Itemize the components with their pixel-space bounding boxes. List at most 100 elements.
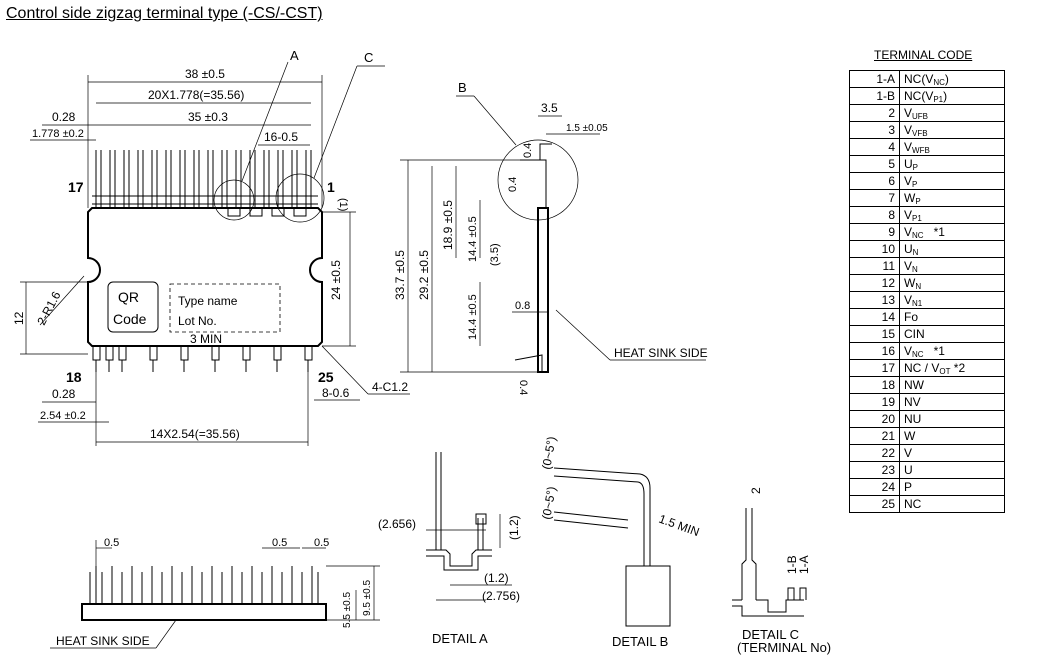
terminal-code-main: NW <box>904 378 924 392</box>
terminal-number: 25 <box>849 495 900 513</box>
detail-c-pin-2: 2 <box>749 487 763 494</box>
terminal-number: 9 <box>849 223 900 241</box>
terminal-code: UP <box>899 155 1005 173</box>
terminal-number: 21 <box>849 427 900 445</box>
detail-b-circle <box>497 139 579 221</box>
terminal-code-main: V <box>904 106 913 120</box>
dim-0-4a: 0.4 <box>522 143 534 158</box>
terminal-number: 11 <box>849 257 900 275</box>
terminal-code-main: V <box>904 259 913 273</box>
dim-pitch-bottom-small: 2.54 ±0.2 <box>40 410 86 422</box>
callout-c: C <box>364 50 373 65</box>
terminal-code: W <box>899 427 1005 445</box>
side-body-outline <box>537 207 549 373</box>
terminal-code-main: V <box>904 293 913 307</box>
terminal-code: Fo <box>899 308 1005 326</box>
detail-a-label: DETAIL A <box>432 631 488 646</box>
terminal-number: 19 <box>849 393 900 411</box>
terminal-number: 13 <box>849 291 900 309</box>
detail-b-min: 1.5 MIN <box>657 512 701 540</box>
terminal-code: VP <box>899 172 1005 190</box>
detail-c: 2 1-B 1-A DETAIL C (TERMINAL No) <box>732 487 831 655</box>
terminal-code: NC(VNC) <box>899 70 1005 88</box>
terminal-code-main: NU <box>904 412 922 426</box>
bottom-dim-5-5: 5.5 ±0.5 <box>342 591 353 628</box>
terminal-code-subscript: N <box>912 248 919 257</box>
terminal-number: 8 <box>849 206 900 224</box>
terminal-code-main: NV <box>904 395 921 409</box>
dim-hole-radius: 2-R1.6 <box>34 289 63 328</box>
terminal-code-subscript: P1 <box>912 214 922 223</box>
terminal-row: 20 NU <box>849 410 1005 428</box>
detail-a: (2.656) (1.2) (1.2) (2.756) DETAIL A <box>378 452 521 646</box>
detail-a-circle <box>213 179 255 221</box>
terminal-code: VUFB <box>899 104 1005 122</box>
terminal-code-subscript: N <box>912 265 918 274</box>
dim-min-3: 3 MIN <box>190 332 222 346</box>
lot-no-label: Lot No. <box>178 314 217 328</box>
dim-pitch-top: 20X1.778(=35.56) <box>148 88 244 102</box>
dim-1-5: 1.5 ±0.05 <box>566 123 608 134</box>
terminal-code: VNC *1 <box>899 223 1005 241</box>
pin-18-label: 18 <box>66 369 82 385</box>
terminal-code-main: NC / V <box>904 361 940 375</box>
dim-14-4a: 14.4 ±0.5 <box>467 216 479 262</box>
terminal-code: NC(VP1) <box>899 87 1005 105</box>
dim-18-9: 18.9 ±0.5 <box>441 200 455 250</box>
terminal-number: 22 <box>849 444 900 462</box>
terminal-code-main: CIN <box>904 327 925 341</box>
terminal-code: VN1 <box>899 291 1005 309</box>
terminal-number: 6 <box>849 172 900 190</box>
terminal-code: VP1 <box>899 206 1005 224</box>
dim-overall: 38 ±0.5 <box>185 67 225 81</box>
dim-29-2: 29.2 ±0.5 <box>417 250 431 300</box>
dim-pin-pitch-detail: 16-0.5 <box>264 130 298 144</box>
terminal-code-subscript: NC <box>933 78 945 87</box>
terminal-code-subscript: P <box>912 163 919 172</box>
terminal-code-main: V <box>904 344 913 358</box>
terminal-number: 16 <box>849 342 900 360</box>
terminal-code-subscript: N <box>915 282 922 291</box>
terminal-number: 17 <box>849 359 900 377</box>
terminal-row: 22 V <box>849 444 1005 462</box>
bottom-dim-9-5: 9.5 ±0.5 <box>362 579 373 616</box>
terminal-number: 4 <box>849 138 900 156</box>
bottom-dim-0-5b: 0.5 <box>272 537 287 549</box>
terminal-number: 20 <box>849 410 900 428</box>
bottom-heat-sink-label: HEAT SINK SIDE <box>56 634 150 648</box>
terminal-number: 15 <box>849 325 900 343</box>
terminal-code-main: V <box>904 446 913 460</box>
terminal-code-main: V <box>904 174 913 188</box>
dim-hole-height: 12 <box>12 311 26 325</box>
terminal-code: VN <box>899 257 1005 275</box>
page-title: Control side zigzag terminal type (-CS/-… <box>6 5 323 22</box>
bottom-dim-0-5c: 0.5 <box>314 537 329 549</box>
dim-chamfer: 4-C1.2 <box>372 380 408 394</box>
terminal-code-main: V <box>904 140 913 154</box>
dim-3-5: 3.5 <box>541 101 558 115</box>
terminal-code: NU <box>899 410 1005 428</box>
terminal-code-main: V <box>904 208 913 222</box>
terminal-code: CIN <box>899 325 1005 343</box>
dim-body-height: 24 ±0.5 <box>329 260 343 300</box>
dim-14-4b: 14.4 ±0.5 <box>467 294 479 340</box>
terminal-code: WP <box>899 189 1005 207</box>
dim-3-5p: (3.5) <box>489 243 501 266</box>
detail-a-dim-1-2b: (1.2) <box>484 571 509 585</box>
terminal-code-note: *2 <box>950 361 966 375</box>
pin-1-label: 1 <box>327 179 335 195</box>
package-body-outline <box>87 207 323 347</box>
terminal-code-subscript: P <box>915 197 921 206</box>
